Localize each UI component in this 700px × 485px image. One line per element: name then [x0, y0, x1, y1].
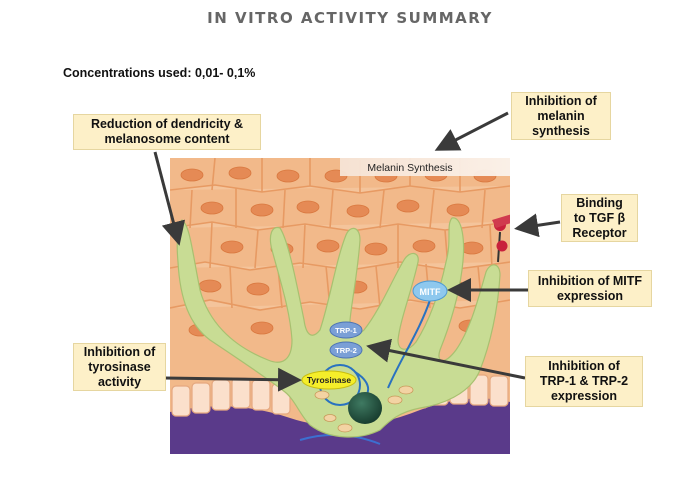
trp1-label: TRP-1	[335, 326, 357, 335]
tgf-receptor-icon	[492, 214, 510, 263]
tyrosinase-marker	[301, 370, 357, 390]
melanin-synthesis-banner	[340, 158, 510, 176]
mitf-pathway	[387, 299, 431, 389]
callout-melanin-synthesis: Inhibition of melanin synthesis	[511, 92, 611, 140]
dermis-layer	[170, 398, 510, 454]
melanocyte-nucleus	[348, 392, 382, 424]
mitf-label: MITF	[420, 287, 441, 297]
trp2-label: TRP-2	[335, 346, 357, 355]
page-title: IN VITRO ACTIVITY SUMMARY	[207, 9, 493, 27]
callout-trp: Inhibition of TRP-1 & TRP-2 expression	[525, 356, 643, 407]
callout-tyrosinase: Inhibition of tyrosinase activity	[73, 343, 166, 391]
arrow-trp	[366, 338, 526, 380]
callout-dendricity: Reduction of dendricity & melanosome con…	[73, 114, 261, 150]
melanosomes	[314, 385, 414, 433]
tissue-section: TRP-1 TRP-2 Tyrosinase MITF Melanin Synt…	[170, 158, 510, 454]
arrow-tyrosinase	[164, 367, 302, 392]
callout-tgf-receptor: Binding to TGF β Receptor	[561, 194, 638, 242]
trp2-marker	[329, 341, 363, 359]
arrow-tgf	[514, 213, 561, 238]
concentrations-label: Concentrations used: 0,01- 0,1%	[63, 66, 256, 80]
tyrosinase-label: Tyrosinase	[307, 375, 352, 385]
annotation-arrows	[153, 111, 561, 392]
melanin-synthesis-label: Melanin Synthesis	[367, 162, 452, 174]
arrow-dendricity	[153, 151, 186, 246]
trp1-marker	[329, 321, 363, 339]
callout-mitf: Inhibition of MITF expression	[528, 270, 652, 307]
arrow-melanin	[434, 111, 509, 151]
